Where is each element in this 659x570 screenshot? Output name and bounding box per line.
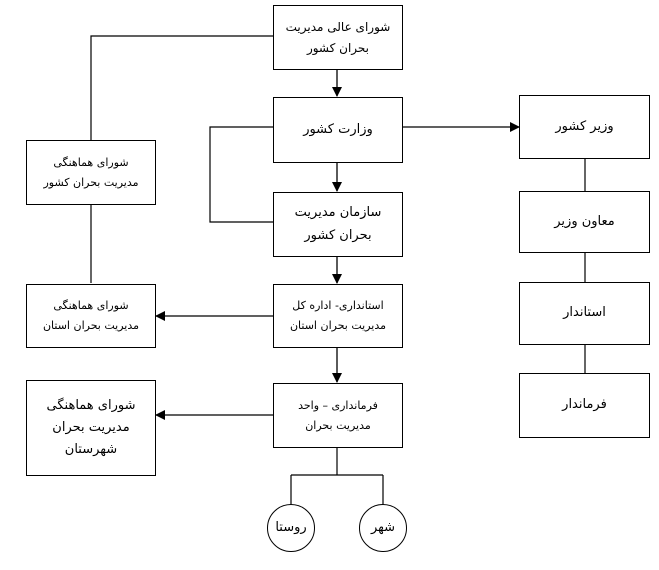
city-label: شهر [370, 519, 396, 535]
city-circle: شهر [359, 504, 407, 552]
county-governorship-label: فرمانداری – واحد مدیریت بحران [298, 398, 378, 432]
national-coord-council-box: شورای هماهنگی مدیریت بحران کشور [26, 140, 156, 205]
governor-box: استاندار [519, 282, 650, 345]
village-label: روستا [275, 519, 307, 535]
minister-box: وزیر کشور [519, 95, 650, 159]
province-coord-council-box: شورای هماهنگی مدیریت بحران استان [26, 284, 156, 348]
supreme-council-box: شورای عالی مدیریت بحران کشور [273, 5, 403, 70]
governorate-box: استانداری- اداره کل مدیریت بحران استان [273, 284, 403, 348]
line-supreme-to-national-coord [90, 35, 273, 140]
ministry-interior-box: وزارت کشور [273, 97, 403, 163]
supreme-council-label: شورای عالی مدیریت بحران کشور [285, 19, 391, 55]
governor-label: استاندار [563, 305, 606, 321]
county-governorship-box: فرمانداری – واحد مدیریت بحران [273, 383, 403, 448]
ministry-interior-label: وزارت کشور [303, 121, 373, 137]
minister-label: وزیر کشور [555, 118, 614, 134]
deputy-minister-label: معاون وزیر [554, 213, 615, 229]
ministry-crisis-org-bracket [209, 126, 273, 223]
county-coord-council-box: شورای هماهنگی مدیریت بحران شهرستان [26, 380, 156, 476]
county-governor-label: فرماندار [562, 397, 607, 413]
county-coord-council-label: شورای هماهنگی مدیریت بحران شهرستان [46, 397, 136, 458]
deputy-minister-box: معاون وزیر [519, 191, 650, 253]
county-governor-box: فرماندار [519, 373, 650, 438]
province-coord-council-label: شورای هماهنگی مدیریت بحران استان [42, 299, 140, 332]
national-coord-council-label: شورای هماهنگی مدیریت بحران کشور [43, 155, 139, 189]
governorate-label: استانداری- اداره کل مدیریت بحران استان [289, 299, 387, 332]
crisis-org-box: سازمان مدیریت بحران کشور [273, 192, 403, 257]
village-circle: روستا [267, 504, 315, 552]
crisis-org-label: سازمان مدیریت بحران کشور [294, 205, 382, 243]
